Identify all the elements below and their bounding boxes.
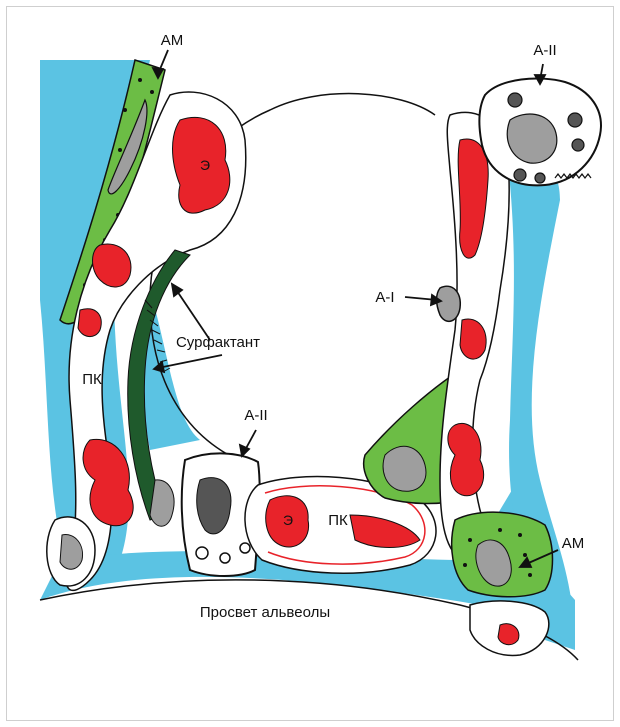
label-e-bottom: Э (283, 512, 293, 528)
label-am-right: АМ (562, 535, 585, 552)
label-e-top: Э (200, 157, 210, 173)
erythrocyte-right-3 (448, 423, 484, 495)
label-pk-bottom: ПК (328, 512, 348, 529)
type-i-pneumocyte (437, 286, 461, 321)
label-lumen: Просвет альвеолы (200, 604, 330, 621)
erythrocyte-left-3 (78, 309, 101, 337)
label-a1: A-I (375, 289, 394, 306)
nucleus-a2-middle (197, 478, 231, 534)
label-am-top: АМ (161, 32, 184, 49)
small-cell-left (150, 480, 174, 526)
label-a2-mid: A-II (244, 407, 267, 424)
label-pk-left: ПК (82, 371, 102, 388)
nucleus-right-mid (383, 446, 426, 491)
label-surfactant: Сурфактант (176, 334, 260, 351)
label-a2-top: A-II (533, 42, 556, 59)
